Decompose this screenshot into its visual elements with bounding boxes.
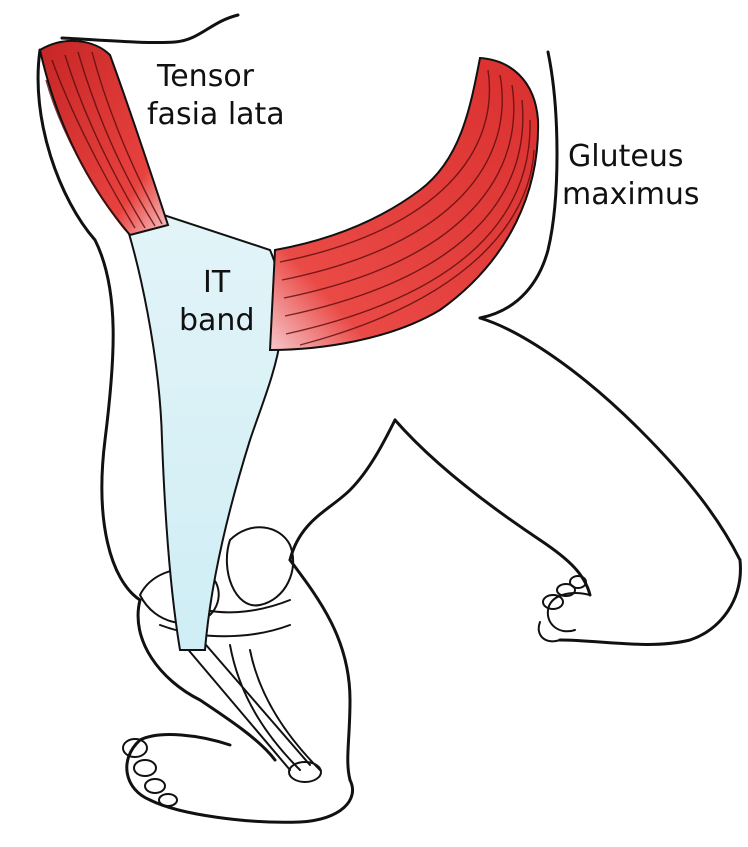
- front-leg: [36, 13, 397, 824]
- it-band-label-line2: band: [179, 303, 254, 338]
- it-band-label-line1: IT: [203, 265, 231, 300]
- gluteus-label-line1: Gluteus: [568, 139, 683, 174]
- back-leg: [393, 50, 742, 646]
- tensor-label-line1: Tensor: [156, 59, 255, 94]
- gluteus-maximus-muscle: [268, 56, 540, 352]
- tensor-fasciae-latae-muscle: [38, 39, 170, 237]
- gluteus-label-line2: maximus: [562, 177, 700, 212]
- tensor-label-line2: fasia lata: [147, 97, 285, 132]
- it-band: [116, 198, 284, 651]
